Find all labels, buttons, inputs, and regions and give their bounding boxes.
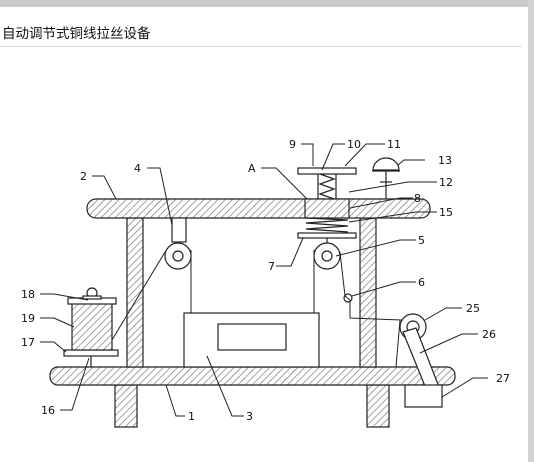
motor-27: [404, 384, 443, 408]
label-13: 13: [438, 154, 452, 167]
title-divider: [0, 46, 522, 47]
spring-10: [318, 173, 336, 200]
label-9: 9: [289, 138, 296, 151]
label-3: 3: [246, 410, 253, 423]
clamp-block: [304, 198, 350, 219]
label-2: 2: [80, 170, 87, 183]
label-1: 1: [188, 410, 195, 423]
copper-wire: [111, 250, 403, 368]
label-25: 25: [466, 302, 480, 315]
label-26: 26: [482, 328, 496, 341]
sensor-13: [372, 157, 400, 171]
label-4: 4: [134, 162, 141, 175]
label-7: 7: [268, 260, 275, 273]
label-5: 5: [418, 234, 425, 247]
top-border: [0, 0, 534, 7]
base-plate: [49, 366, 456, 386]
label-8: 8: [414, 192, 421, 205]
label-12: 12: [439, 176, 453, 189]
left-foot: [114, 384, 138, 428]
label-17: 17: [21, 336, 35, 349]
label-A: A: [248, 162, 256, 175]
label-11: 11: [387, 138, 401, 151]
spring-15: [305, 217, 349, 233]
spool-body-19: [71, 302, 113, 351]
control-panel: [217, 323, 287, 351]
scrollbar-track[interactable]: [528, 0, 534, 462]
page-title: 自动调节式铜线拉丝设备: [2, 26, 151, 42]
label-27: 27: [496, 372, 510, 385]
right-foot: [366, 384, 390, 428]
plate-7: [297, 232, 357, 239]
label-15: 15: [439, 206, 453, 219]
spool-base-17: [63, 349, 119, 357]
label-6: 6: [418, 276, 425, 289]
label-19: 19: [21, 312, 35, 325]
label-18: 18: [21, 288, 35, 301]
label-10: 10: [347, 138, 361, 151]
pulley-bracket: [171, 217, 187, 243]
top-cap: [297, 167, 357, 175]
label-16: 16: [41, 404, 55, 417]
